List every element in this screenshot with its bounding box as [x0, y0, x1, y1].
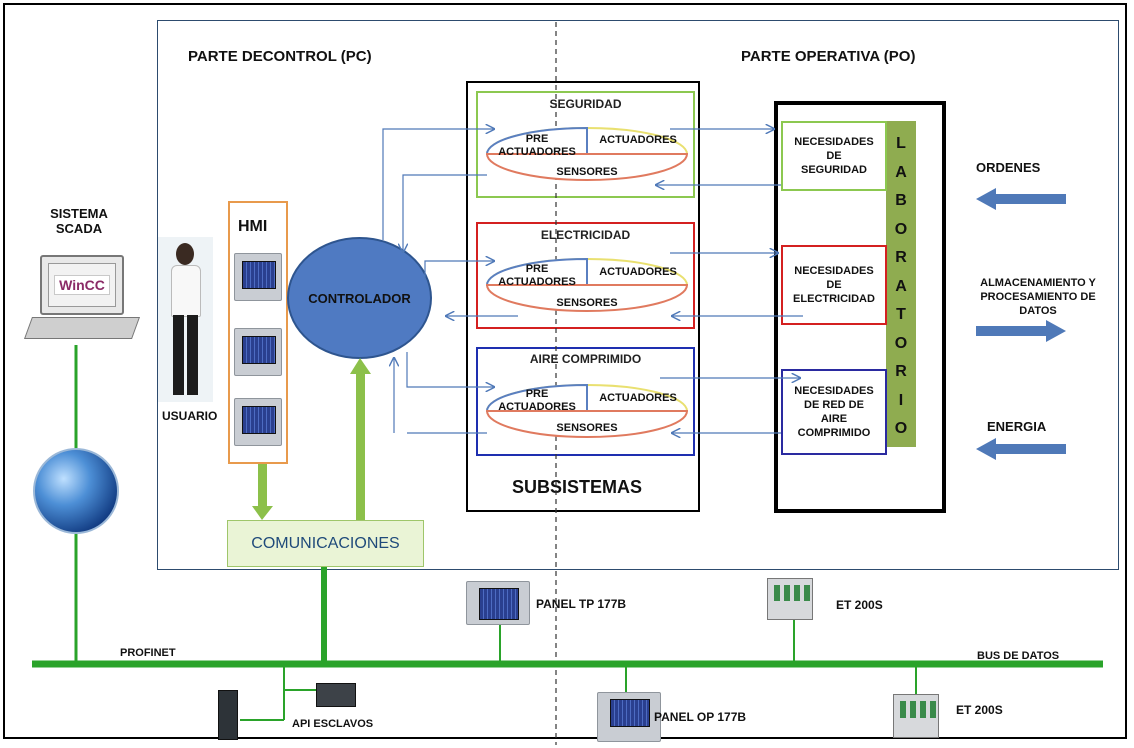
- panel-tp-label: PANEL TP 177B: [536, 597, 627, 611]
- laboratorio-letter: T: [896, 306, 906, 323]
- subsystem-title: AIRE COMPRIMIDO: [529, 352, 642, 366]
- comunicaciones-node: COMUNICACIONES: [227, 520, 424, 567]
- need-electricidad: NECESIDADES DE ELECTRICIDAD: [781, 245, 887, 325]
- et200s-top-label: ET 200S: [836, 598, 883, 612]
- need-seguridad: NECESIDADES DE SEGURIDAD: [781, 121, 887, 191]
- laboratorio-letter: R: [895, 363, 907, 380]
- wincc-logo: WinCC: [54, 275, 110, 295]
- almacenamiento-label: ALMACENAMIENTO Y PROCESAMIENTO DE DATOS: [980, 277, 1096, 317]
- panel-op-177b-icon: [597, 692, 661, 742]
- et200s-bottom-label: ET 200S: [956, 703, 1003, 717]
- laboratorio-letter: L: [896, 135, 906, 152]
- hmi-panel-icon: [234, 253, 282, 301]
- need-label: NECESIDADES DE SEGURIDAD: [794, 136, 874, 176]
- need-label: NECESIDADES DE ELECTRICIDAD: [793, 265, 875, 305]
- actuadores-label: ACTUADORES: [599, 392, 677, 404]
- subsystem-title: SEGURIDAD: [549, 97, 622, 111]
- hmi-to-comm-arrow: [258, 464, 267, 508]
- laboratorio-letter: O: [894, 220, 908, 238]
- panel-tp-177b-icon: [466, 581, 530, 625]
- seguridad-to-ctrl-arrow: [403, 174, 487, 252]
- ctrl-to-seguridad-arrow: [382, 129, 494, 240]
- ordenes-label: ORDENES: [976, 160, 1041, 175]
- laboratorio-letter: B: [895, 192, 907, 209]
- control-area-box: [157, 20, 1119, 570]
- ctrl-to-electricidad-arrow: [424, 261, 494, 280]
- internet-globe-icon: [33, 448, 119, 534]
- laboratorio-letter: O: [894, 334, 908, 352]
- sensores-label: SENSORES: [556, 422, 618, 434]
- laboratorio-box: [774, 101, 946, 513]
- hmi-box: HMI: [228, 201, 288, 464]
- api-esclavos-icon: [316, 683, 356, 707]
- usuario-label: USUARIO: [162, 409, 218, 423]
- laboratorio-letter: I: [898, 391, 904, 409]
- pre-actuadores-label: PRE ACTUADORES: [498, 263, 576, 288]
- panel-op-label: PANEL OP 177B: [654, 710, 747, 724]
- laboratorio-letter: O: [894, 420, 908, 437]
- hmi-label: HMI: [238, 218, 268, 235]
- comm-to-controller-arrow: [356, 372, 365, 520]
- parte-operativa-title: PARTE OPERATIVA (PO): [741, 48, 916, 65]
- subsystem-electricidad: ELECTRICIDAD: [476, 222, 695, 329]
- controlador-label: CONTROLADOR: [308, 290, 411, 306]
- profinet-label: PROFINET: [120, 647, 176, 659]
- bus-de-datos-label: BUS DE DATOS: [977, 650, 1060, 662]
- hmi-panel-icon: [234, 398, 282, 446]
- user-figure-icon: [158, 237, 213, 402]
- ctrl-to-aire-arrow: [406, 352, 494, 387]
- need-aire-comprimido: NECESIDADES DE RED DE AIRE COMPRIMIDO: [781, 369, 887, 455]
- need-label: NECESIDADES DE RED DE AIRE COMPRIMIDO: [794, 385, 874, 439]
- ordenes-arrow: [976, 188, 1066, 210]
- laboratorio-letter: R: [895, 249, 907, 266]
- et200s-bottom-icon: [893, 694, 939, 738]
- subsystem-ellipse-seguridad: [485, 126, 689, 181]
- subsistemas-box: [466, 81, 700, 512]
- sensores-label: SENSORES: [556, 297, 618, 309]
- energia-arrow: [976, 438, 1066, 460]
- laboratorio-letter: A: [895, 163, 907, 181]
- actuadores-label: ACTUADORES: [599, 266, 677, 278]
- api-esclavos-label: API ESCLAVOS: [292, 718, 374, 730]
- laboratorio-letter: A: [895, 277, 907, 295]
- subsystem-ellipse-electricidad: [485, 257, 689, 312]
- hmi-to-comm-arrow: [252, 506, 273, 520]
- controlador-node: CONTROLADOR: [287, 237, 432, 359]
- sensores-label: SENSORES: [556, 166, 618, 178]
- subsistemas-label: SUBSISTEMAS: [512, 477, 643, 497]
- actuadores-label: ACTUADORES: [599, 134, 677, 146]
- almacenamiento-arrow: [976, 320, 1066, 342]
- energia-label: ENERGIA: [987, 419, 1047, 434]
- pre-actuadores-label: PRE ACTUADORES: [498, 388, 576, 413]
- subsystem-ellipse-aire: [485, 383, 689, 438]
- et200s-top-icon: [767, 578, 813, 620]
- plc-cpu-icon: [218, 690, 238, 740]
- pre-actuadores-label: PRE ACTUADORES: [498, 133, 576, 158]
- subsystem-aire-comprimido: AIRE COMPRIMIDO: [476, 347, 695, 456]
- hmi-panel-icon: [234, 328, 282, 376]
- comm-to-controller-arrow: [350, 358, 371, 374]
- comunicaciones-label: COMUNICACIONES: [251, 534, 400, 552]
- sistema-scada-label: SISTEMA SCADA: [50, 206, 108, 236]
- subsystem-seguridad: SEGURIDAD: [476, 91, 695, 198]
- subsystem-title: ELECTRICIDAD: [540, 228, 631, 242]
- outer-frame: [3, 3, 1127, 739]
- laptop-icon: WinCC: [23, 255, 141, 345]
- parte-control-title: PARTE DECONTROL (PC): [188, 48, 372, 65]
